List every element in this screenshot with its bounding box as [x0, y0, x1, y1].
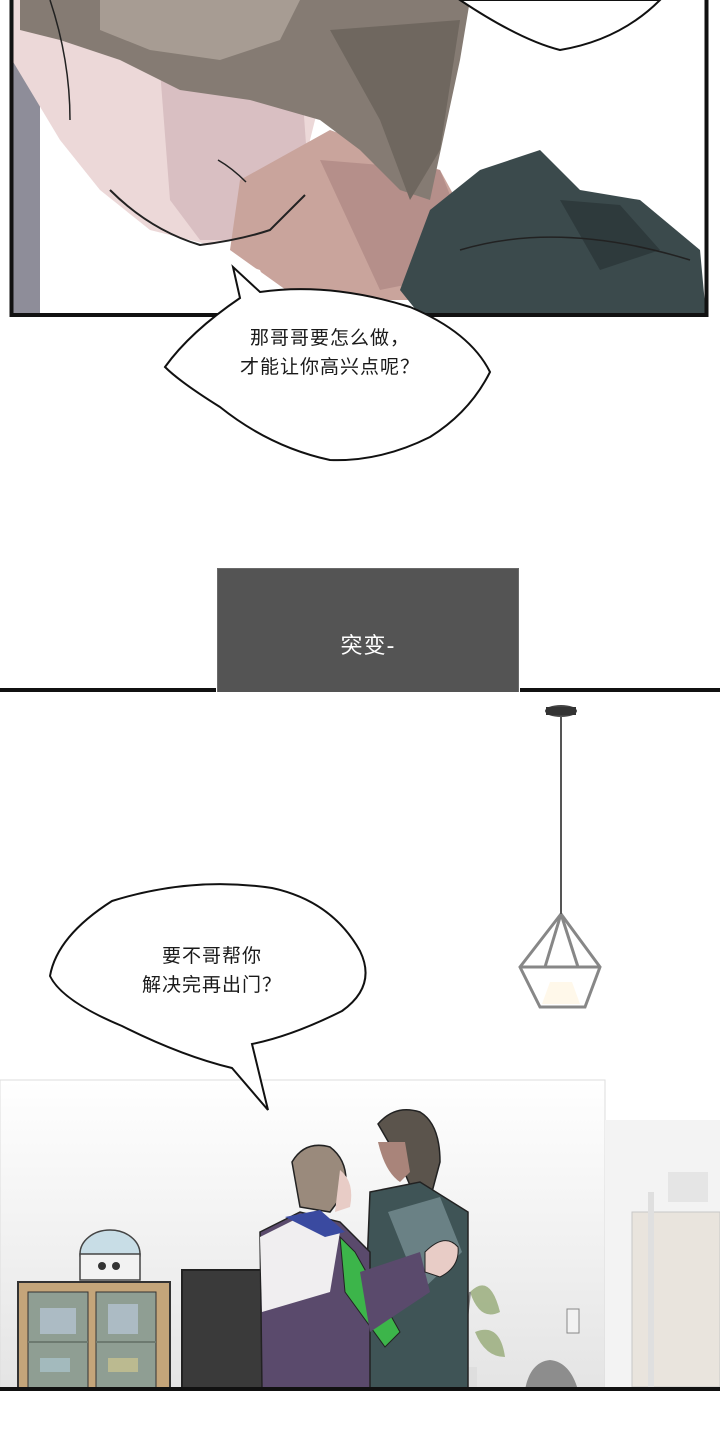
wicker-basket — [525, 1360, 578, 1390]
light-switch — [566, 1308, 580, 1334]
glass-cabinet — [17, 1281, 171, 1391]
panel-2-top-border-left — [0, 688, 216, 692]
speech-bubble-2-line-1: 要不哥帮你 — [161, 945, 262, 967]
panel-2 — [0, 692, 720, 1392]
characters — [259, 1109, 469, 1391]
panel-2-top-border-right — [520, 688, 720, 692]
kitchen-shelf — [631, 1172, 720, 1388]
television — [181, 1269, 265, 1391]
speech-bubble-2-line-2: 解决完再出门？ — [141, 974, 282, 996]
speech-bubble-1: 那哥哥要怎么做， 才能让你高兴点呢？ — [160, 262, 500, 467]
speech-bubble-1-line-1: 那哥哥要怎么做， — [249, 327, 410, 349]
panel-2-artwork — [0, 692, 720, 1392]
panel-1 — [0, 0, 720, 320]
panel-1-artwork — [0, 0, 720, 320]
speech-bubble-1-text: 那哥哥要怎么做， 才能让你高兴点呢？ — [200, 324, 460, 382]
caption-text: 突变- — [340, 634, 396, 659]
speech-bubble-2-shape — [48, 883, 367, 1111]
speech-bubble-1-shape — [163, 264, 492, 462]
speech-bubble-2: 要不哥帮你 解决完再出门？ — [42, 876, 382, 1116]
speech-bubble-2-text: 要不哥帮你 解决完再出门？ — [102, 942, 322, 1000]
speech-bubble-1-line-2: 才能让你高兴点呢？ — [239, 356, 420, 378]
pendant-lamp — [518, 705, 602, 1009]
humidifier — [79, 1229, 141, 1281]
